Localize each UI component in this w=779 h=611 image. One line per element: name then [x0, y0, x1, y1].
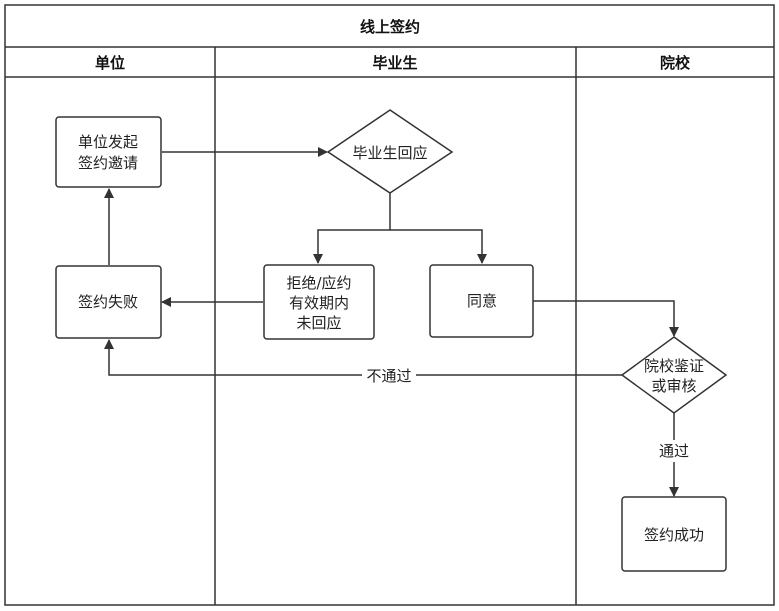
edge-respond-to-agree: [390, 229, 487, 264]
edge-label-not-pass: 不通过: [366, 367, 411, 385]
node-reject-line-1: 拒绝/应约: [286, 274, 351, 292]
node-initiate-line-2: 签约邀请: [78, 154, 138, 172]
pool-title: 线上签约: [360, 18, 420, 36]
edge-label-pass: 通过: [659, 442, 689, 460]
edge-respond-split: [313, 192, 391, 264]
lane-header-unit: 单位: [95, 54, 125, 72]
node-success: [621, 496, 727, 572]
node-review: [620, 336, 728, 414]
edge-review-to-fail: [104, 339, 622, 376]
node-reject: [263, 264, 375, 340]
node-fail: [55, 265, 162, 339]
label-bg-not-pass: [362, 366, 416, 384]
node-review-line-2: 或审核: [651, 377, 696, 395]
lane-header-graduate: 毕业生: [372, 54, 417, 72]
node-review-line-1: 院校鉴证: [644, 357, 704, 375]
edge-agree-to-review: [533, 300, 679, 337]
node-agree: [429, 264, 534, 338]
node-reject-line-2: 有效期内: [289, 294, 349, 312]
node-respond-label: 毕业生回应: [352, 144, 427, 162]
lane-header-school: 院校: [660, 54, 691, 72]
node-initiate: [55, 116, 162, 188]
node-respond: [326, 109, 454, 194]
node-agree-label: 同意: [467, 292, 497, 310]
node-success-label: 签约成功: [644, 526, 704, 544]
node-fail-label: 签约失败: [78, 293, 138, 311]
node-reject-line-3: 未回应: [296, 314, 341, 332]
node-initiate-line-1: 单位发起: [78, 133, 138, 151]
